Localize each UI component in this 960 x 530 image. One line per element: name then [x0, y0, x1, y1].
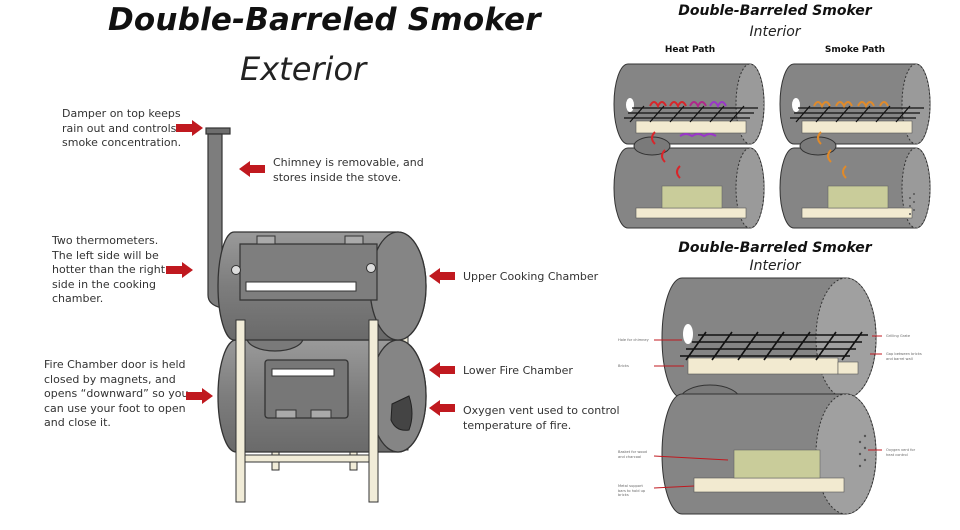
arrow-oxygen-vent: [429, 400, 455, 416]
lower-chamber-callout: Lower Fire Chamber: [463, 364, 573, 377]
upper-lid: [239, 243, 378, 301]
arrow-upper-chamber: [429, 268, 455, 284]
interior-paths-diagram: [613, 63, 931, 229]
lower-barrel: [217, 324, 427, 453]
interior-top-title: Double-Barreled Smoker: [678, 3, 872, 19]
upper-barrel: [217, 231, 427, 341]
arrow-damper: [176, 120, 203, 136]
fire-door-handle: [271, 368, 335, 377]
heat-path-smoker: [613, 63, 765, 229]
bricks-upper: [687, 357, 839, 375]
interior-bottom-subtitle: Interior: [749, 258, 801, 274]
oxygen-vent: [390, 395, 413, 431]
damper-cap: [205, 127, 231, 135]
exterior-subtitle: Exterior: [240, 50, 367, 88]
interior-top-subtitle: Interior: [749, 24, 801, 40]
exterior-title: Double-Barreled Smoker: [108, 2, 541, 38]
interior-bottom-title: Double-Barreled Smoker: [678, 240, 872, 256]
hole-chimney: [683, 324, 693, 344]
smoke-path-label: Smoke Path: [824, 45, 886, 55]
callout-arrows: [166, 120, 455, 416]
arrow-fire-door: [186, 388, 213, 404]
bricks-lower: [693, 477, 845, 493]
exterior-smoker-drawing: [166, 120, 455, 503]
arrow-chimney: [239, 161, 265, 177]
upper-chamber-callout: Upper Cooking Chamber: [463, 270, 599, 283]
heat-path-label: Heat Path: [664, 45, 716, 55]
basket-drawing: [733, 449, 821, 479]
grilling-grate-drawing: [680, 331, 868, 361]
thermometer-right: [366, 263, 376, 273]
label-hole-chimney: Hole for chimney: [618, 338, 649, 342]
upper-lid-handle: [245, 281, 357, 292]
arrow-lower-chamber: [429, 362, 455, 378]
label-grilling-grate: Grilling Grate: [886, 334, 911, 338]
smoke-path-smoker: [779, 63, 931, 229]
arrow-thermometers: [166, 262, 193, 278]
interior-labeled-diagram: [653, 277, 882, 515]
thermometer-left: [231, 265, 241, 275]
label-bricks: Bricks: [618, 364, 629, 368]
